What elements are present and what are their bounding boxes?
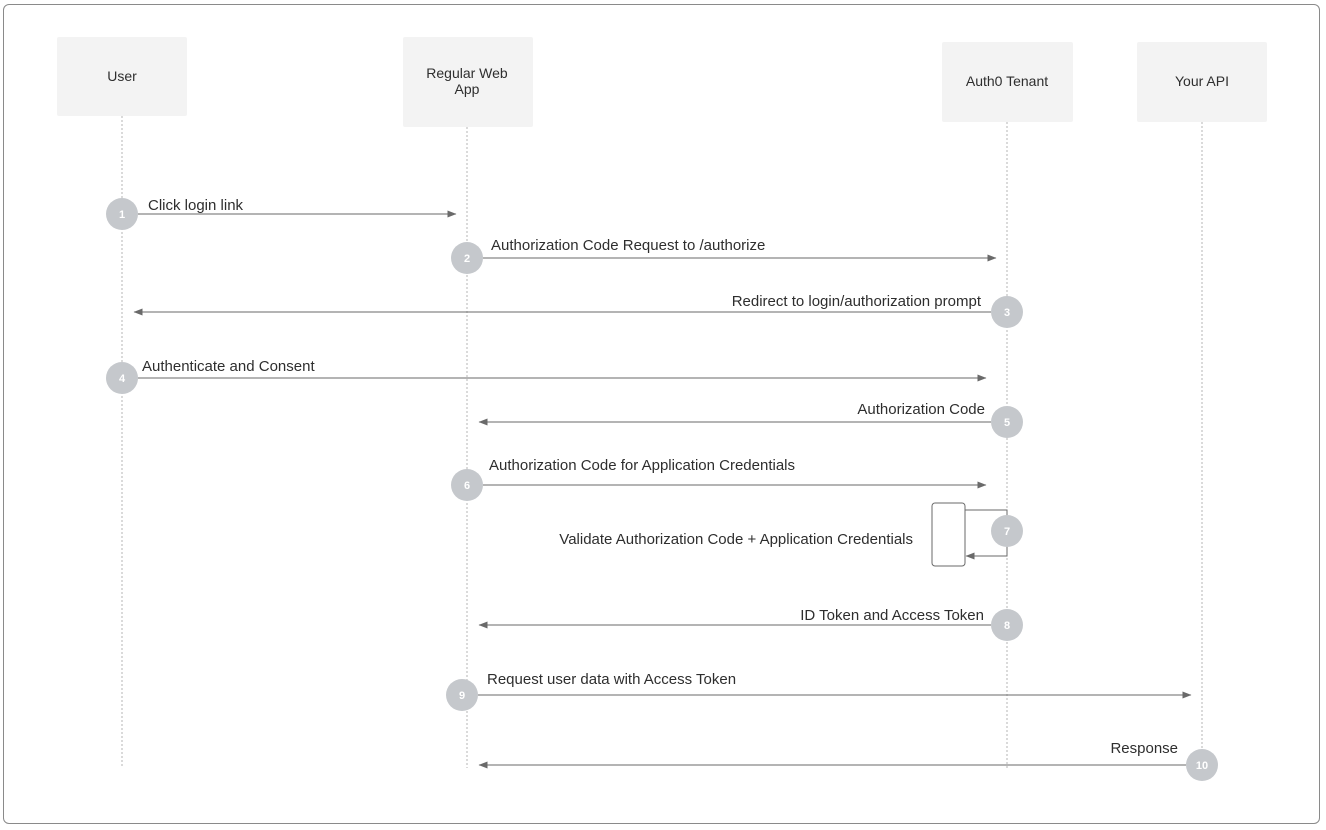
- step-badge: [991, 609, 1023, 641]
- message-label: Response: [1110, 740, 1178, 757]
- message-label: Validate Authorization Code + Applicatio…: [559, 531, 913, 548]
- message-label: Request user data with Access Token: [487, 671, 736, 688]
- step-number: 5: [1004, 417, 1010, 429]
- step-number: 3: [1004, 307, 1010, 319]
- message-label: Authorization Code Request to /authorize: [491, 237, 765, 254]
- step-number: 4: [119, 373, 126, 385]
- step-badge: [106, 362, 138, 394]
- actor-api: Your API: [1137, 42, 1267, 122]
- message-9: Request user data with Access Token 9: [446, 671, 1192, 711]
- message-label: Authorization Code for Application Crede…: [489, 457, 795, 474]
- actor-user-label: User: [107, 68, 137, 84]
- message-10: Response 10: [478, 740, 1218, 781]
- message-7: Validate Authorization Code + Applicatio…: [559, 502, 1023, 567]
- step-number: 7: [1004, 526, 1010, 538]
- message-label: Authorization Code: [857, 401, 985, 418]
- activation-box: [931, 502, 966, 567]
- step-badge: [991, 296, 1023, 328]
- message-label: ID Token and Access Token: [800, 607, 984, 624]
- step-number: 10: [1196, 760, 1208, 772]
- step-badge: [1186, 749, 1218, 781]
- step-badge: [451, 242, 483, 274]
- actor-webapp: Regular Web App: [403, 37, 533, 127]
- message-2: Authorization Code Request to /authorize…: [451, 237, 997, 274]
- message-5: Authorization Code 5: [478, 401, 1023, 438]
- message-label: Redirect to login/authorization prompt: [732, 293, 982, 310]
- message-8: ID Token and Access Token 8: [478, 607, 1023, 641]
- step-badge: [451, 469, 483, 501]
- diagram-frame: [3, 4, 1320, 824]
- message-4: Authenticate and Consent 4: [106, 358, 987, 394]
- step-number: 8: [1004, 620, 1010, 632]
- actor-user: User: [57, 37, 187, 116]
- step-number: 9: [459, 690, 465, 702]
- step-number: 2: [464, 253, 470, 265]
- actor-tenant-label: Auth0 Tenant: [966, 73, 1048, 89]
- message-3: Redirect to login/authorization prompt 3: [133, 293, 1023, 328]
- actor-webapp-label-line1: Regular Web: [426, 65, 508, 81]
- message-label: Click login link: [148, 197, 244, 214]
- step-badge: [106, 198, 138, 230]
- message-label: Authenticate and Consent: [142, 358, 315, 375]
- step-badge: [991, 406, 1023, 438]
- step-badge: [991, 515, 1023, 547]
- actor-api-label: Your API: [1175, 73, 1229, 89]
- message-1: Click login link 1: [106, 197, 457, 230]
- message-6: Authorization Code for Application Crede…: [451, 457, 987, 501]
- step-number: 6: [464, 480, 470, 492]
- step-badge: [446, 679, 478, 711]
- step-number: 1: [119, 209, 125, 221]
- actor-tenant: Auth0 Tenant: [942, 42, 1073, 122]
- actor-webapp-label-line2: App: [455, 81, 480, 97]
